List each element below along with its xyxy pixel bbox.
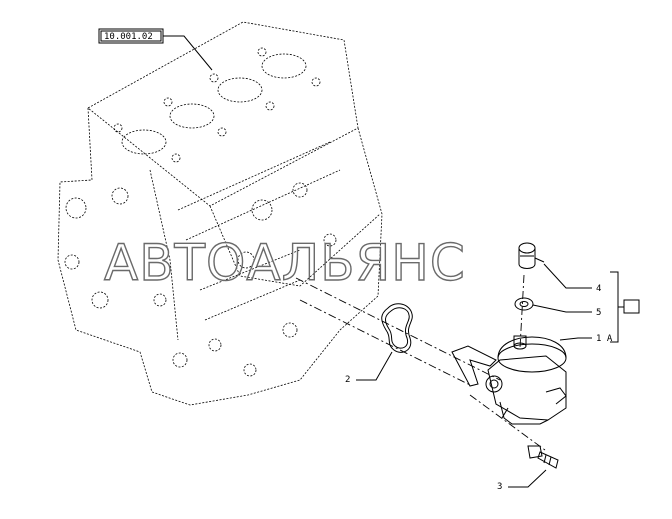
engine-block xyxy=(57,21,383,406)
reference-label: 10.001.02 xyxy=(104,32,153,42)
callout-3: 3 xyxy=(497,482,502,492)
callout-5: 5 xyxy=(596,308,601,318)
group-box xyxy=(623,299,640,314)
callout-4: 4 xyxy=(596,284,601,294)
assembly-lines xyxy=(295,274,546,451)
fuel-pump-part xyxy=(451,335,567,425)
bolt-part xyxy=(527,445,559,469)
gasket-part xyxy=(381,303,413,353)
fitting-part xyxy=(518,242,545,269)
reference-callout: 10.001.02 xyxy=(98,28,213,71)
callout-2: 2 xyxy=(345,375,350,385)
washer-part xyxy=(514,297,534,311)
callouts: 2 3 4 5 1 A xyxy=(345,263,640,492)
callout-1a: 1 A xyxy=(596,334,613,344)
watermark: АВТОАЛЬЯНС xyxy=(104,234,466,292)
